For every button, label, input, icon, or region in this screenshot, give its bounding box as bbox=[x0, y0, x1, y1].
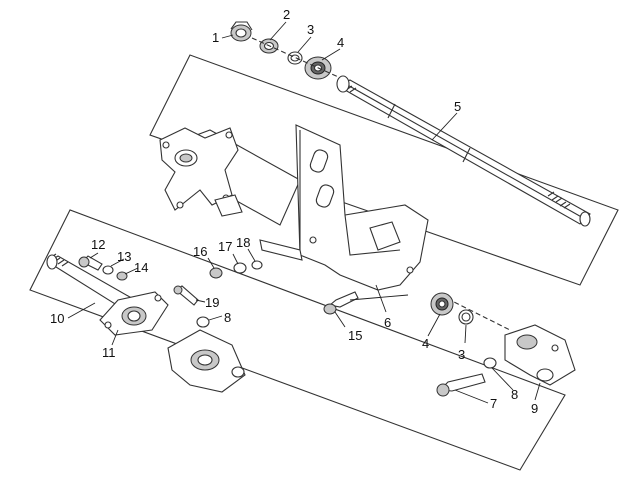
part-13-washer bbox=[102, 265, 114, 275]
callout-5: 5 bbox=[454, 99, 461, 114]
callout-11: 11 bbox=[102, 345, 116, 360]
callout-19: 19 bbox=[205, 295, 219, 310]
part-9-universal-joint bbox=[504, 324, 576, 386]
callout-16: 16 bbox=[193, 244, 207, 259]
callout-2: 2 bbox=[283, 7, 290, 22]
callout-18: 18 bbox=[236, 235, 250, 250]
part-1-nut bbox=[230, 21, 253, 42]
callout-9: 9 bbox=[531, 401, 538, 416]
callout-8-right: 8 bbox=[511, 387, 518, 402]
part-8-washer-left bbox=[196, 316, 210, 328]
lower-assembly-boundary bbox=[29, 209, 566, 471]
callout-1: 1 bbox=[212, 30, 219, 45]
part-19-bolt bbox=[173, 285, 199, 306]
part-11-flange bbox=[99, 291, 169, 336]
callout-17: 17 bbox=[218, 239, 232, 254]
part-15-bolt bbox=[323, 291, 359, 315]
part-16-nut bbox=[209, 267, 223, 279]
part-6-support-bracket bbox=[259, 124, 429, 291]
part-8-washer-right bbox=[483, 357, 497, 369]
part-12-bolt bbox=[78, 255, 103, 271]
column-tube-assembly bbox=[159, 127, 301, 226]
part-18-washer bbox=[251, 260, 263, 270]
callout-4-lower: 4 bbox=[422, 336, 429, 351]
lower-universal-joint bbox=[167, 329, 246, 393]
callout-6: 6 bbox=[384, 315, 391, 330]
part-3-circlip-lower bbox=[458, 309, 474, 325]
part-17-washer bbox=[233, 262, 247, 274]
callout-labels: 1 2 3 4 5 6 4 3 7 8 9 10 11 12 13 14 15 … bbox=[50, 7, 538, 416]
callout-4: 4 bbox=[337, 35, 344, 50]
callout-10: 10 bbox=[50, 311, 64, 326]
part-5-steering-shaft bbox=[336, 75, 591, 227]
part-4-bearing-lower bbox=[430, 292, 454, 316]
part-3-circlip-upper bbox=[287, 51, 303, 65]
callout-8-left: 8 bbox=[224, 310, 231, 325]
part-14-nut bbox=[116, 271, 128, 281]
callout-12: 12 bbox=[91, 237, 105, 252]
leader-lines bbox=[67, 21, 541, 404]
callout-13: 13 bbox=[117, 249, 131, 264]
callout-14: 14 bbox=[134, 260, 148, 275]
part-7-bolt bbox=[436, 373, 486, 397]
callout-7: 7 bbox=[490, 396, 497, 411]
callout-3: 3 bbox=[307, 22, 314, 37]
part-10-lower-shaft bbox=[46, 253, 136, 313]
callout-15: 15 bbox=[348, 328, 362, 343]
callout-3-lower: 3 bbox=[458, 347, 465, 362]
